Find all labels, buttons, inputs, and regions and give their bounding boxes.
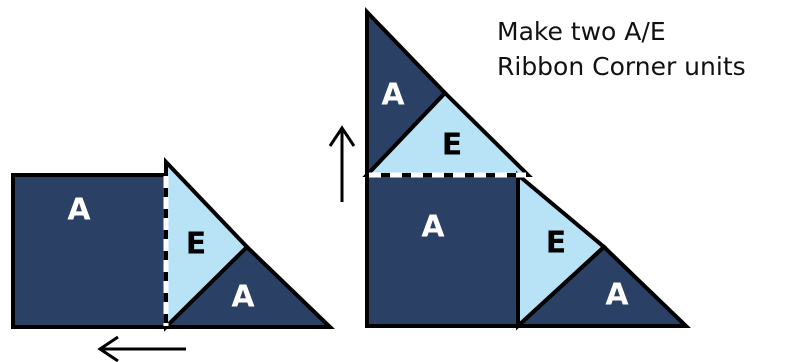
left-triangle-a-label: A <box>231 280 255 315</box>
instruction-line-2: Ribbon Corner units <box>497 52 746 81</box>
right-square-a <box>365 173 520 328</box>
instruction-line-1: Make two A/E <box>497 17 666 46</box>
arrow-up-icon <box>328 125 356 202</box>
left-triangle-e-label: E <box>186 227 207 262</box>
right-bottom-triangle-a-label: A <box>605 278 629 313</box>
right-top-triangle-a-label: A <box>381 78 405 113</box>
arrow-left-icon <box>97 335 186 362</box>
left-square-a <box>11 173 168 329</box>
right-unit: A E A E A <box>328 7 691 331</box>
right-square-a-label: A <box>421 210 445 245</box>
instruction-text: Make two A/E Ribbon Corner units <box>497 14 746 84</box>
left-unit: A E A <box>11 157 335 362</box>
left-square-a-label: A <box>67 193 91 228</box>
left-triangle-a <box>161 244 335 329</box>
right-bottom-triangle-e-label: E <box>546 226 567 261</box>
right-top-triangle-e-label: E <box>442 128 463 163</box>
right-bottom-triangle-a <box>512 244 691 328</box>
